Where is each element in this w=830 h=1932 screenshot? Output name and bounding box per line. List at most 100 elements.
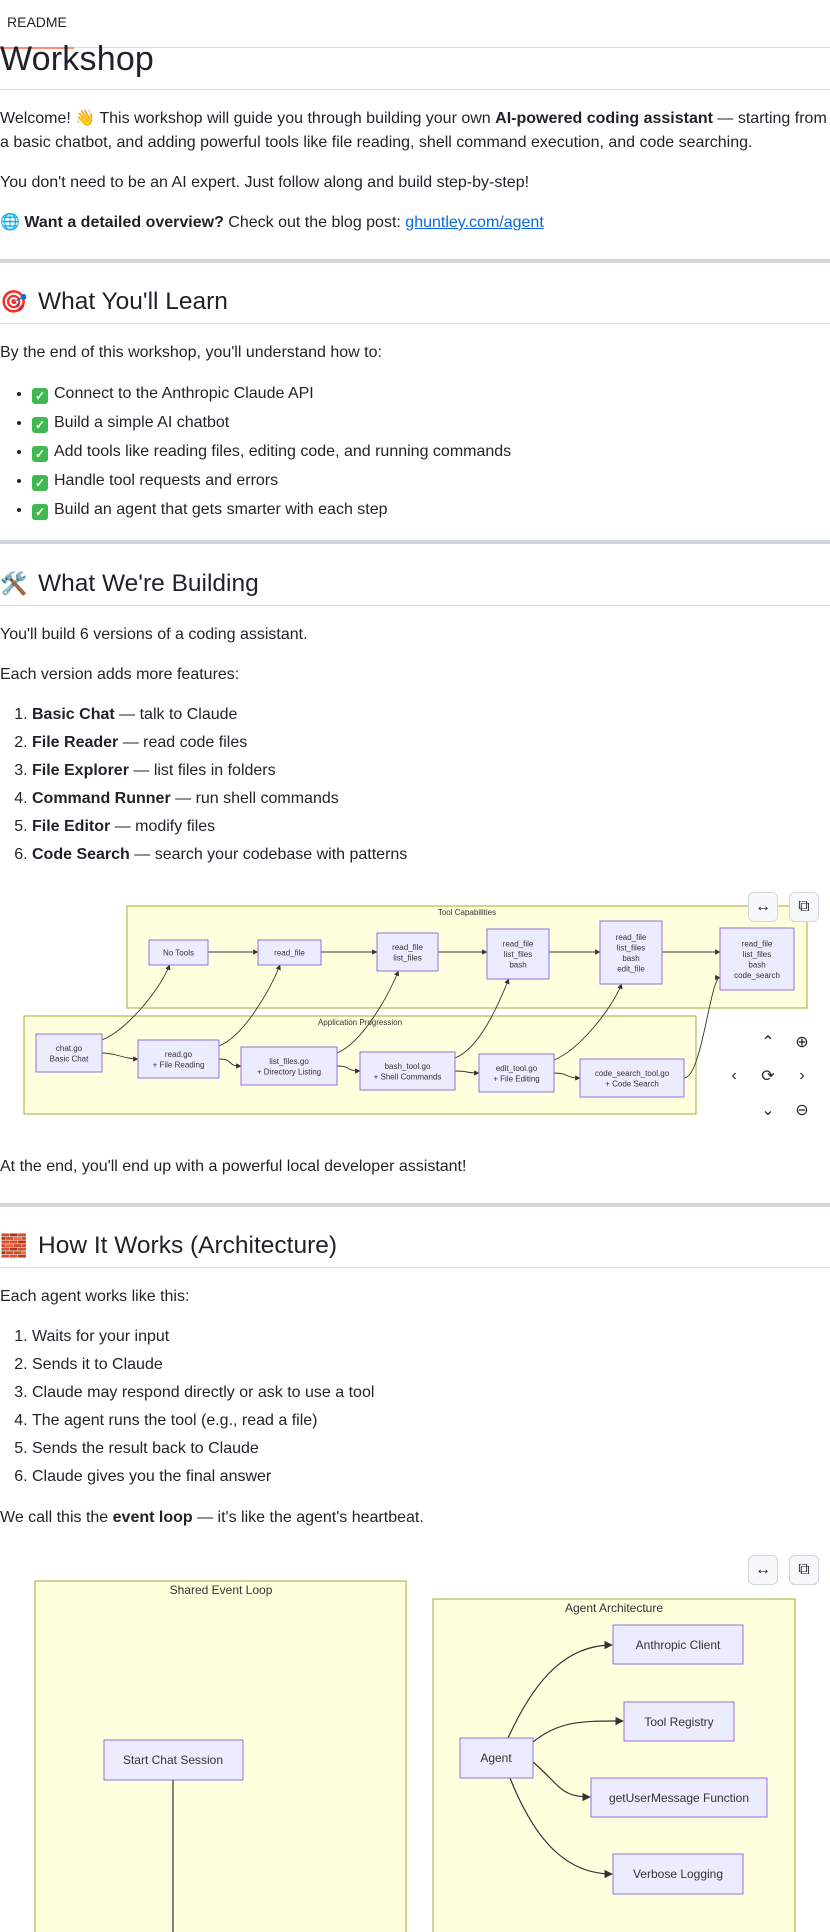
step-name: Code Search	[32, 846, 130, 863]
list-item: ✓ Add tools like reading files, editing c…	[32, 437, 511, 466]
tool-node-label: read_file	[392, 943, 423, 952]
app-node: bash_tool.go+ Shell Commands	[359, 1051, 456, 1091]
agent-label: Agent	[480, 1751, 512, 1765]
tool-node-label: read_file	[616, 933, 647, 942]
tab-readme[interactable]: README	[0, 0, 74, 49]
loop-pre-text: We call this the	[0, 1509, 113, 1526]
app-node-label: + Directory Listing	[257, 1067, 321, 1076]
tool-node-label: bash	[748, 960, 765, 969]
tool-node: read_file	[257, 939, 322, 966]
progression-diagram: Tool Capabilities Application Progressio…	[23, 905, 808, 1115]
learn-heading: 🎯 What You'll Learn	[0, 288, 228, 316]
check-icon: ✓	[32, 475, 48, 491]
tool-capabilities-title: Tool Capabilities	[438, 908, 496, 917]
list-item: ✓Build a simple AI chatbot	[32, 408, 511, 437]
edge-agent-registry	[532, 1716, 624, 1743]
getusermessage-node	[590, 1777, 768, 1818]
title-divider	[0, 89, 830, 90]
step-name: File Explorer	[32, 762, 129, 779]
app-node-box	[478, 1053, 555, 1093]
learn-lead: By the end of this workshop, you'll unde…	[0, 344, 382, 361]
app-node-box	[35, 1033, 103, 1073]
app-node-label: + File Reading	[153, 1060, 205, 1069]
getusermessage-label: getUserMessage Function	[609, 1791, 749, 1805]
reset-view-button[interactable]: ⟳	[753, 1061, 783, 1091]
tool-node-box	[257, 939, 322, 966]
intro-not-expert: You don't need to be an AI expert. Just …	[0, 174, 530, 191]
app-node-label: code_search_tool.go	[595, 1069, 670, 1078]
agent-node	[459, 1737, 534, 1779]
app-node-box	[359, 1051, 456, 1091]
app-tool-edge	[218, 964, 281, 1047]
app-edge	[454, 1070, 480, 1076]
step-desc: — talk to Claude	[114, 706, 238, 723]
app-node-box	[240, 1046, 338, 1086]
step-desc: — modify files	[110, 818, 216, 835]
loop-bold-text: event loop	[112, 1509, 193, 1526]
intro-overview: 🌐 Want a detailed overview? Check out th…	[0, 211, 830, 235]
copy-button[interactable]: ⧉	[789, 1555, 819, 1585]
pan-left-button[interactable]: ‹	[719, 1061, 749, 1091]
zoom-in-button[interactable]: ⊕	[787, 1027, 817, 1057]
tool-node-label: read_file	[274, 949, 305, 958]
tool-registry-label: Tool Registry	[644, 1715, 713, 1729]
list-item-text: Handle tool requests and errors	[54, 472, 279, 489]
section-separator	[0, 259, 830, 263]
tool-node-box	[486, 928, 550, 980]
list-item: Waits for your input	[32, 1323, 374, 1351]
agent-architecture-title: Agent Architecture	[565, 1601, 663, 1615]
app-node-label: read.go	[165, 1050, 193, 1059]
tools-icon: 🛠️	[0, 571, 28, 596]
tool-node-box	[719, 927, 795, 991]
pan-down-button[interactable]: ⌄	[753, 1095, 783, 1125]
section-separator	[0, 1203, 830, 1207]
edge-agent-logging	[507, 1772, 613, 1879]
building-heading: 🛠️ What We're Building	[0, 570, 259, 598]
tool-node-label: edit_file	[617, 964, 645, 973]
list-item: Sends it to Claude	[32, 1351, 374, 1379]
check-icon: ✓	[32, 446, 48, 462]
step-name: File Editor	[32, 818, 111, 835]
tool-node-label: bash	[622, 954, 639, 963]
architecture-diagram: Shared Event Loop Start Chat Session Age…	[34, 1580, 796, 1932]
step-name: Command Runner	[32, 790, 171, 807]
pan-up-button[interactable]: ⌃	[753, 1027, 783, 1057]
section-separator	[0, 540, 830, 544]
list-item-text: Build a simple AI chatbot	[54, 414, 230, 431]
zoom-out-button[interactable]: ⊖	[787, 1095, 817, 1125]
tool-node-label: code_search	[734, 971, 780, 980]
copy-button[interactable]: ⧉	[789, 892, 819, 922]
list-item: Basic Chat — talk to Claude	[32, 701, 407, 729]
loop-post-text: — it's like the agent's heartbeat.	[192, 1509, 424, 1526]
welcome-mid-text: This workshop will guide you through bui…	[95, 110, 496, 127]
step-desc: — read code files	[118, 734, 248, 751]
check-icon: ✓	[32, 504, 48, 520]
tool-node-label: list_files	[743, 950, 771, 959]
step-desc: — run shell commands	[170, 790, 339, 807]
building-outro: At the end, you'll end up with a powerfu…	[0, 1158, 467, 1175]
tool-node-box	[148, 939, 209, 966]
app-tool-edge	[553, 983, 623, 1061]
app-node-label: + File Editing	[493, 1074, 539, 1083]
app-edge	[336, 1065, 361, 1074]
arch-heading-divider	[0, 1267, 830, 1268]
list-item: Claude may respond directly or ask to us…	[32, 1379, 374, 1407]
expand-button[interactable]: ↔	[748, 892, 778, 922]
app-node-label: list_files.go	[269, 1057, 309, 1066]
wave-icon: 👋	[75, 110, 96, 127]
app-tool-edge	[683, 974, 721, 1079]
tool-node-label: list_files	[504, 950, 532, 959]
blog-link[interactable]: ghuntley.com/agent	[405, 214, 544, 231]
edge-agent-client	[507, 1640, 613, 1739]
verbose-logging-node	[612, 1853, 744, 1895]
list-item-text: Add tools like reading files, editing co…	[54, 443, 512, 460]
check-icon: ✓	[32, 388, 48, 404]
tool-node-box	[599, 920, 663, 985]
building-heading-text: What We're Building	[38, 570, 259, 597]
app-tool-edge	[454, 978, 510, 1059]
expand-button[interactable]: ↔	[748, 1555, 778, 1585]
pan-right-button[interactable]: ›	[787, 1061, 817, 1091]
